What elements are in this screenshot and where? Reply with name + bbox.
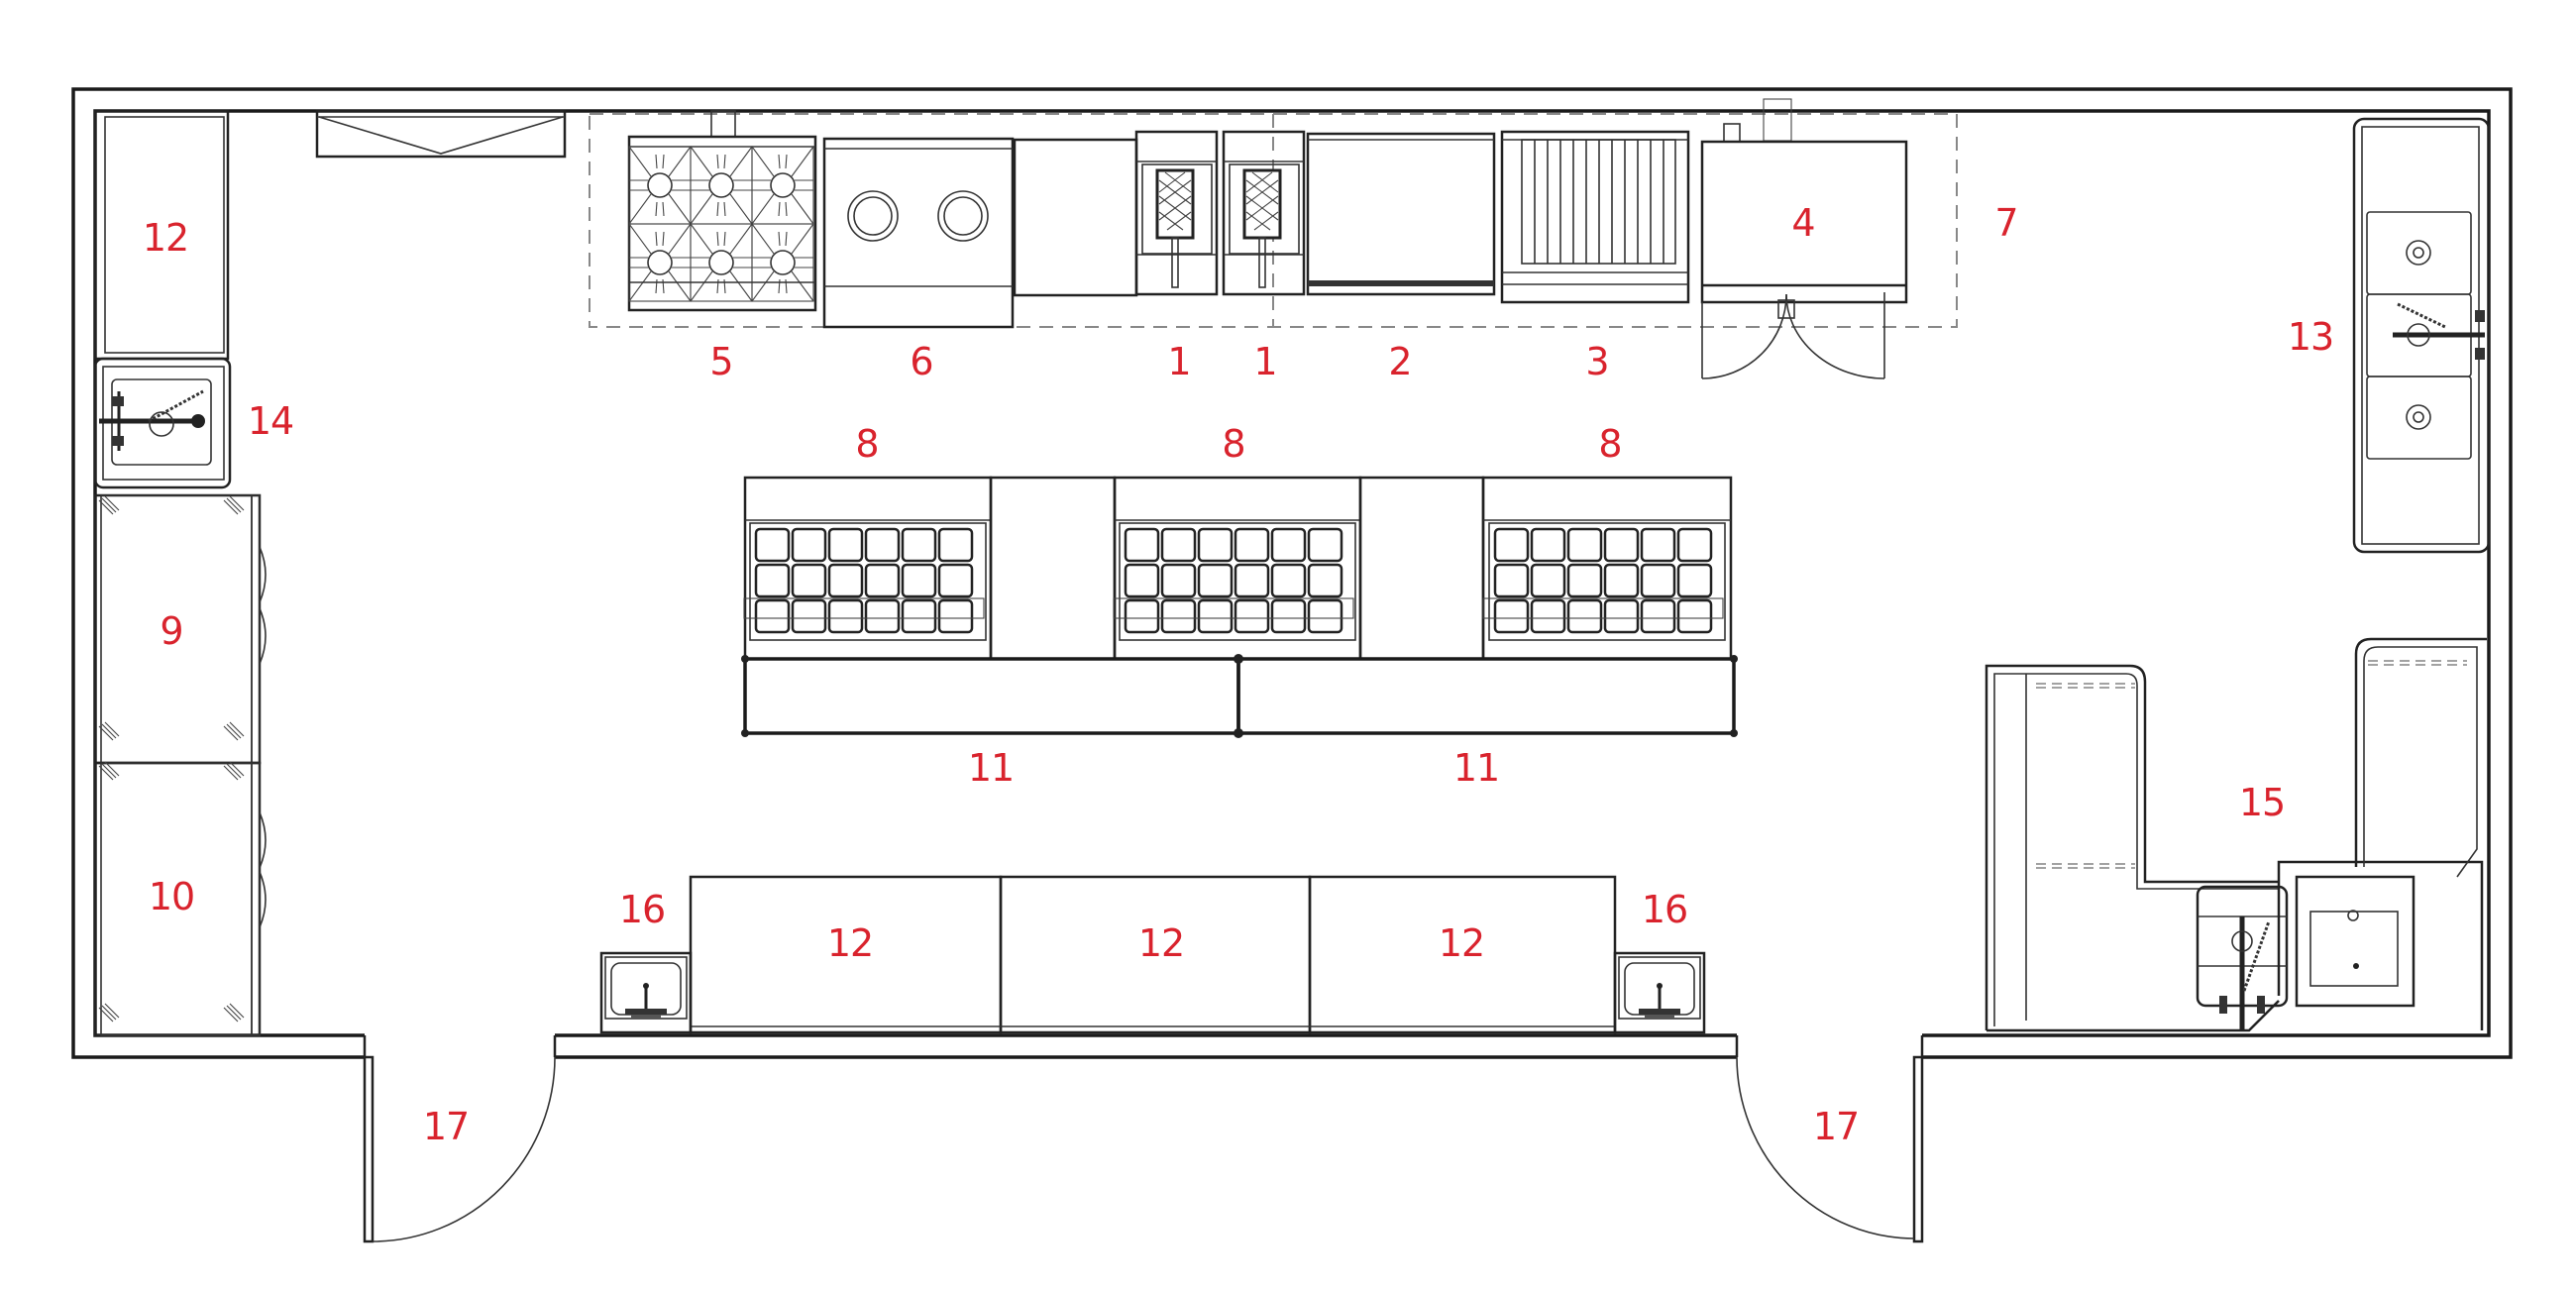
label-door-17a: 17: [422, 1105, 470, 1148]
label-counter-12b: 12: [1137, 921, 1185, 965]
spreader-counter: [1013, 138, 1138, 297]
label-prep-8a: 8: [855, 422, 879, 466]
label-counter-12c: 12: [1438, 921, 1485, 965]
label-fryer-1b: 1: [1253, 340, 1277, 383]
fryer-1b: [1222, 130, 1306, 296]
label-counter-12a: 12: [826, 921, 874, 965]
exhaust-vent: [315, 109, 567, 159]
convection-oven-4: [1700, 98, 1908, 379]
hand-sink-14: [93, 357, 232, 489]
label-hood-7: 7: [1994, 201, 2018, 245]
label-fryer-1a: 1: [1167, 340, 1191, 383]
entry-door-left[interactable]: [363, 1055, 556, 1243]
dishwashing-station-15: [1985, 637, 2487, 1032]
label-oven-4: 4: [1791, 201, 1815, 245]
label-freezer-10: 10: [148, 875, 195, 918]
walls: [71, 87, 2513, 1059]
entry-door-right[interactable]: [1736, 1055, 1924, 1243]
label-cooler-9: 9: [160, 609, 183, 653]
fryer-1a: [1134, 130, 1219, 296]
label-handsink-16a: 16: [618, 888, 666, 931]
label-prep-8b: 8: [1222, 422, 1245, 466]
reach-in-freezer-10: [93, 761, 267, 1037]
label-door-17b: 17: [1812, 1105, 1860, 1148]
stock-pot-range-6: [822, 137, 1015, 329]
label-table-11a: 11: [967, 746, 1015, 790]
label-handsink-16b: 16: [1641, 888, 1688, 931]
prep-island: [741, 476, 1738, 738]
work-table-11b: [1236, 657, 1736, 735]
label-prep-8c: 8: [1598, 422, 1622, 466]
griddle-2: [1306, 132, 1496, 296]
six-burner-range-5: [627, 110, 817, 312]
label-range-6: 6: [910, 340, 933, 383]
bottom-counters: [599, 875, 1706, 1034]
label-table-11b: 11: [1452, 746, 1500, 790]
three-compartment-sink-13: [2352, 117, 2491, 554]
label-sink-14: 14: [247, 399, 294, 443]
label-range-5: 5: [709, 340, 733, 383]
label-dish-15: 15: [2238, 781, 2286, 824]
charbroiler-3: [1500, 130, 1690, 304]
label-sink-13: 13: [2287, 315, 2334, 359]
work-table-11a: [743, 657, 1240, 735]
label-charbroiler-3: 3: [1585, 340, 1609, 383]
label-counter-12-top: 12: [142, 216, 189, 260]
label-griddle-2: 2: [1388, 340, 1412, 383]
